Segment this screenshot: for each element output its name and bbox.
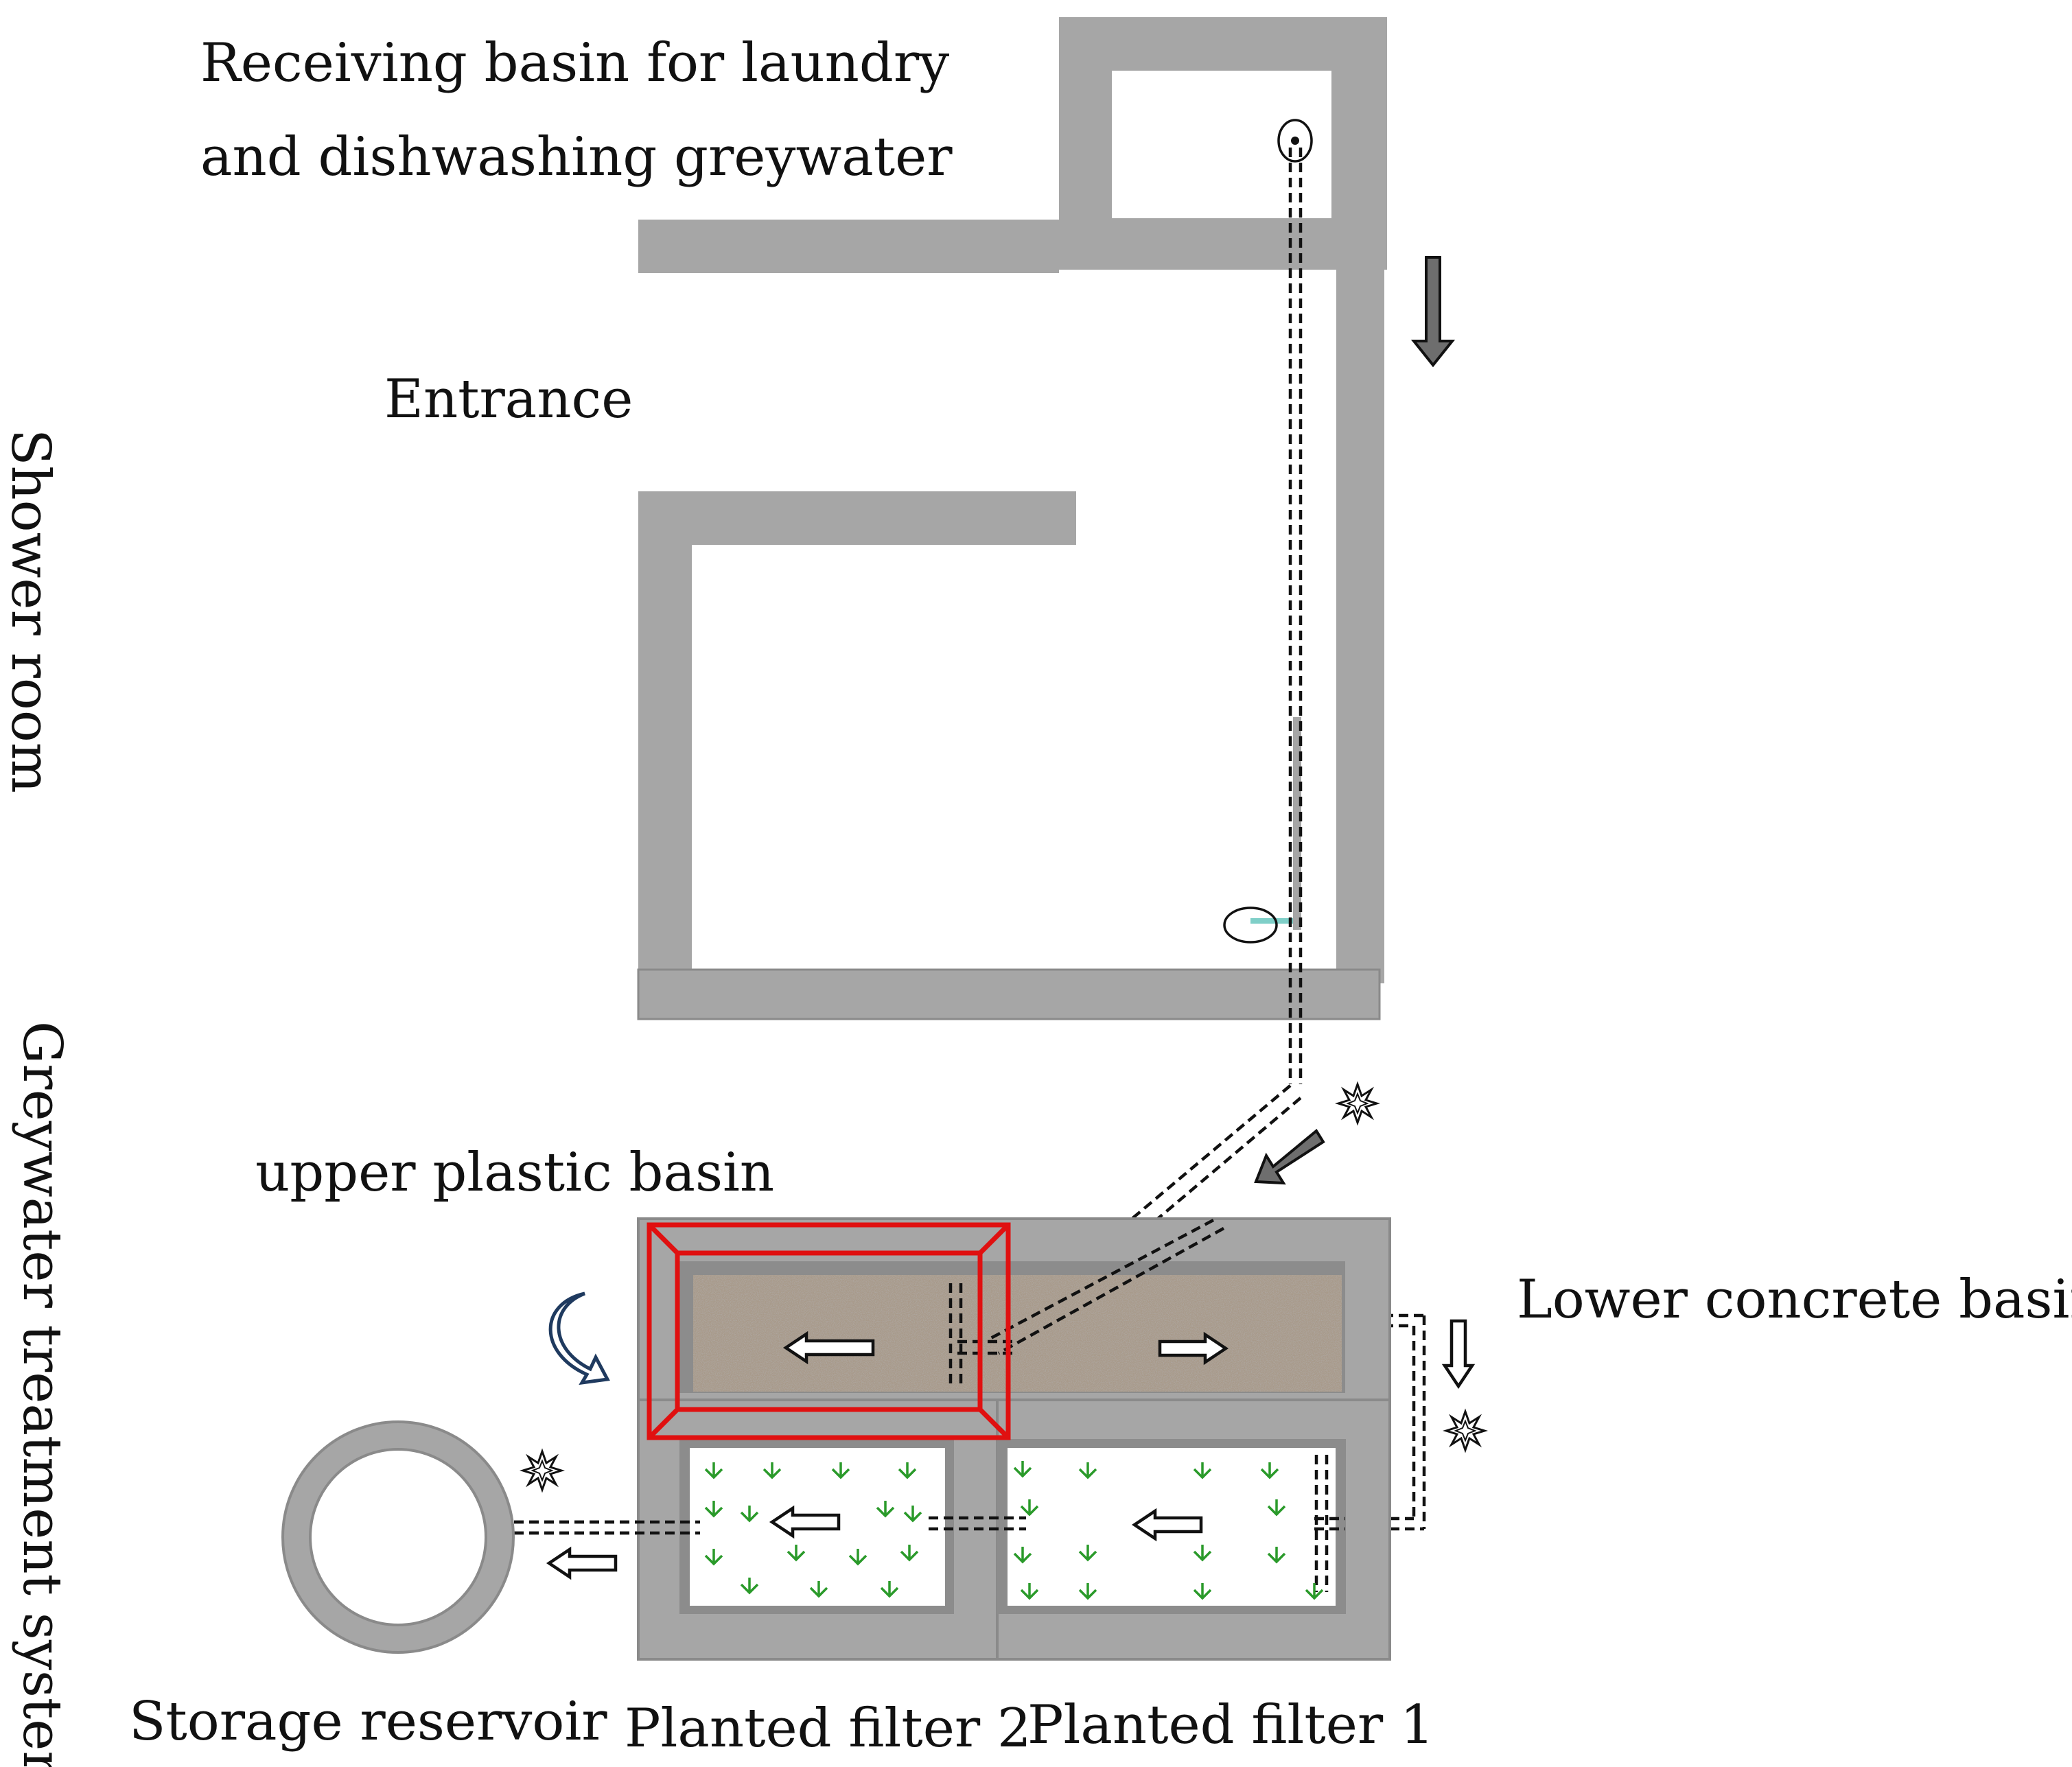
- bottom-wall-edge: [637, 968, 1381, 1020]
- down-arrow-icon: [1410, 256, 1456, 368]
- left-wall: [638, 491, 692, 985]
- shower-room-walls: [637, 17, 1387, 1020]
- storage-reservoir: [281, 1420, 515, 1654]
- planted-filter-2-label: Planted filter 2: [625, 1698, 1032, 1759]
- curved-arrow-icon: [548, 1291, 610, 1385]
- drain-icon: [1277, 119, 1313, 163]
- star-icon: [522, 1450, 563, 1491]
- hollow-arrow-icon: [1441, 1319, 1476, 1390]
- storage-reservoir-label: Storage reservoir: [129, 1691, 607, 1753]
- hollow-arrow-icon: [546, 1546, 618, 1580]
- highlight-frame: [647, 1222, 1011, 1440]
- return-vertical-pipe: [1412, 1315, 1426, 1529]
- upper-plastic-basin-label: upper plastic basin: [255, 1142, 774, 1204]
- receiving-basin-label-line1: Receiving basin for laundry: [200, 32, 949, 94]
- flow-arrows: [546, 256, 1476, 1580]
- star-icon: [1445, 1410, 1486, 1451]
- main-downpipe: [1288, 148, 1303, 1084]
- star-icon: [1337, 1083, 1378, 1124]
- diagonal-arrow-icon: [1254, 1129, 1325, 1185]
- hollow-arrow-icon: [769, 1505, 841, 1539]
- hollow-arrow-icon: [1131, 1508, 1203, 1542]
- labels: Receiving basin for laundry and dishwash…: [0, 32, 2072, 1767]
- entrance-label: Entrance: [384, 368, 633, 430]
- shower-room-label: Shower room: [0, 429, 61, 793]
- lower-concrete-basin-label: Lower concrete basin: [1517, 1269, 2072, 1331]
- bottom-wall: [638, 970, 1380, 1019]
- hollow-arrow-icon: [1158, 1331, 1229, 1366]
- greywater-system-label: Greywater treatment system: [11, 1021, 73, 1767]
- hollow-arrow-icon: [782, 1331, 875, 1365]
- receiving-basin-interior: [1112, 71, 1331, 218]
- planted-filter-1-label: Planted filter 1: [1027, 1694, 1434, 1756]
- receiving-basin-label-line2: and dishwashing greywater: [200, 126, 953, 188]
- pipes-over-filters: [484, 1455, 1345, 1592]
- top-wall: [638, 220, 1059, 273]
- entrance-wall: [638, 491, 1076, 545]
- right-wall: [1336, 270, 1384, 983]
